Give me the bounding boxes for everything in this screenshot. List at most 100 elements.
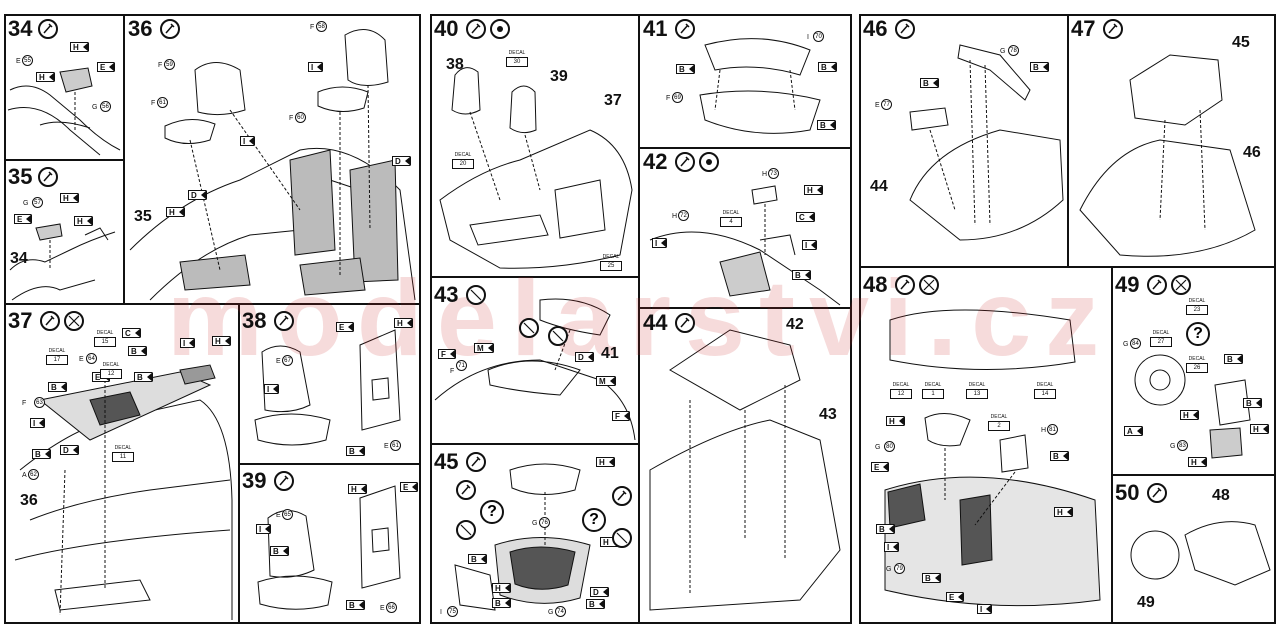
part-number: 81: [1047, 424, 1058, 435]
decal-label: DECAL: [990, 414, 1008, 420]
part-number: 65: [282, 509, 293, 520]
callout: 49: [1137, 594, 1155, 611]
sprue-tag: B: [1030, 62, 1049, 72]
decal-label: DECAL: [1152, 330, 1170, 336]
sprue-tag: I: [264, 384, 280, 394]
sprue-tag: H: [70, 42, 89, 52]
step-number: 34: [8, 16, 33, 41]
sprue-tag: H: [1250, 424, 1269, 434]
glue-icon: [38, 167, 58, 187]
part-number: 66: [386, 602, 397, 613]
decal-label: DECAL: [114, 445, 132, 451]
step-number: 39: [242, 468, 267, 493]
callout: 36: [20, 492, 38, 509]
step-number: 48: [863, 272, 888, 297]
sprue-tag: H: [166, 207, 185, 217]
part-label: A: [22, 472, 27, 479]
step-number: 43: [434, 282, 459, 307]
part-number: 69: [672, 92, 683, 103]
no-glue-icon: [919, 275, 939, 295]
sprue-tag: B: [1243, 398, 1262, 408]
part-number: 64: [86, 353, 97, 364]
panel-step-46: [859, 14, 1069, 268]
step-number: 45: [434, 449, 459, 474]
decal-label: DECAL: [508, 50, 526, 56]
part-label: I: [807, 34, 809, 41]
decal-number: 25: [600, 261, 622, 271]
step-number: 49: [1115, 272, 1140, 297]
callout: 39: [550, 68, 568, 85]
sprue-tag: B: [1050, 451, 1069, 461]
glue-icon: [675, 152, 695, 172]
sprue-tag: B: [586, 599, 605, 609]
decal-number: 12: [100, 369, 122, 379]
callout: 35: [134, 208, 152, 225]
glue-icon: [675, 313, 695, 333]
sprue-tag: D: [188, 190, 207, 200]
part-label: I: [440, 609, 442, 616]
sprue-tag: H: [492, 583, 511, 593]
panel-step-35: [4, 159, 125, 305]
part-number: 83: [1177, 440, 1188, 451]
sprue-tag: B: [32, 449, 51, 459]
no-glue-icon: [519, 318, 539, 338]
step-number: 44: [643, 310, 668, 335]
decal-label: DECAL: [96, 330, 114, 336]
part-number: 77: [881, 99, 892, 110]
decal-label: DECAL: [722, 210, 740, 216]
decal-number: 14: [1034, 389, 1056, 399]
sprue-tag: H: [348, 484, 367, 494]
sprue-tag: B: [48, 382, 67, 392]
option-question-mark: ?: [480, 500, 504, 524]
glue-icon: [1147, 483, 1167, 503]
decal-number: 20: [452, 159, 474, 169]
sprue-tag: B: [818, 62, 837, 72]
part-label: F: [450, 368, 455, 375]
part-number: 58: [316, 21, 327, 32]
sprue-tag: I: [802, 240, 818, 250]
callout: 43: [819, 406, 837, 423]
part-number: 84: [1130, 338, 1141, 349]
part-label: G: [532, 520, 538, 527]
part-label: E: [16, 58, 21, 65]
sprue-tag: B: [1224, 354, 1243, 364]
sprue-tag: E: [14, 214, 33, 224]
no-glue-icon: [466, 285, 486, 305]
sprue-tag: H: [1054, 507, 1073, 517]
glue-icon: [38, 19, 58, 39]
sprue-tag: E: [946, 592, 965, 602]
sprue-tag: H: [1180, 410, 1199, 420]
option-question-mark: ?: [582, 508, 606, 532]
part-number: 75: [447, 606, 458, 617]
sprue-tag: F: [612, 411, 630, 421]
part-number: 63: [34, 397, 45, 408]
no-glue-icon: [1171, 275, 1191, 295]
sprue-tag: H: [596, 457, 615, 467]
decal-label: DECAL: [968, 382, 986, 388]
glue-icon: [675, 19, 695, 39]
part-label: E: [276, 358, 281, 365]
part-number: 62: [28, 469, 39, 480]
sprue-tag: D: [575, 352, 594, 362]
decal-label: DECAL: [1036, 382, 1054, 388]
sprue-tag: C: [122, 328, 141, 338]
sprue-tag: E: [336, 322, 355, 332]
part-label: F: [666, 95, 671, 102]
part-number: 80: [884, 441, 895, 452]
callout: 48: [1212, 487, 1230, 504]
part-label: G: [886, 566, 892, 573]
sprue-tag: D: [60, 445, 79, 455]
part-label: H: [1041, 427, 1047, 434]
decal-label: DECAL: [924, 382, 942, 388]
sprue-tag: I: [977, 604, 993, 614]
decal-number: 26: [1186, 363, 1208, 373]
sprue-tag: B: [270, 546, 289, 556]
